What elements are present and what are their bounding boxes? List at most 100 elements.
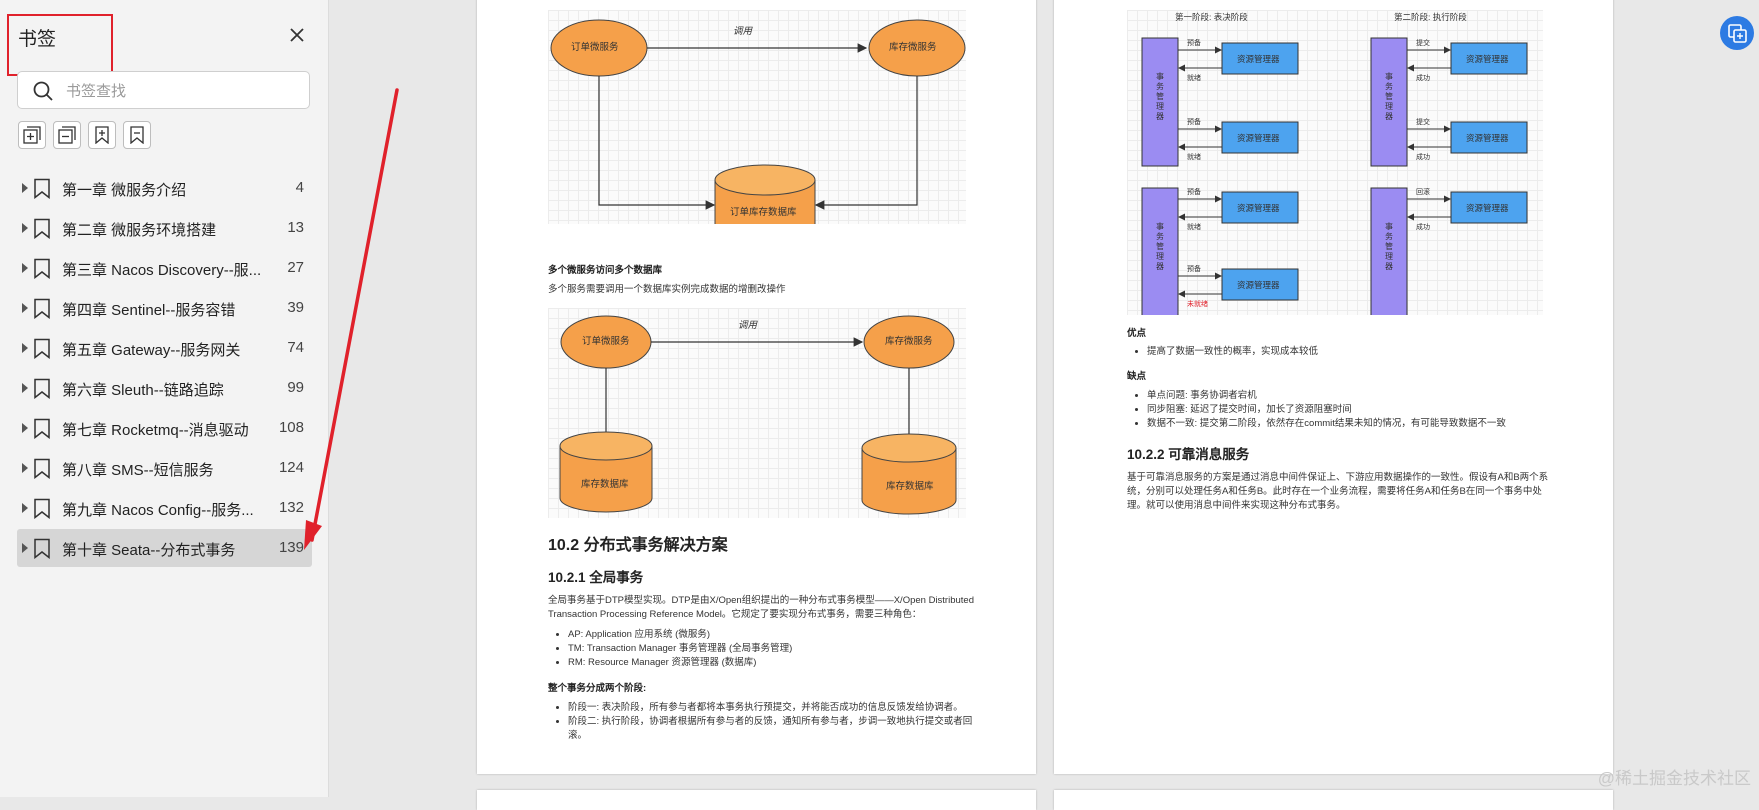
cons-list: 单点问题: 事务协调者宕机 同步阻塞: 延迟了提交时间，加长了资源阻塞时间 数据… [1127,389,1506,431]
rm-label: 资源管理器 [1466,133,1509,143]
diagram-2pc: 第一阶段: 表决阶段 第二阶段: 执行阶段 事务管理器 事务管理器 事务管理器 … [1127,10,1543,315]
bookmark-page-number: 74 [287,339,304,356]
expand-caret-icon[interactable] [22,343,28,353]
rm-label: 资源管理器 [1237,203,1280,213]
arrow-label: 成功 [1416,75,1430,82]
tm-label: 事务管理器 [1156,222,1164,271]
bookmark-item[interactable]: 第六章 Sleuth--链路追踪 99 [17,369,312,407]
expand-caret-icon[interactable] [22,423,28,433]
node-inventory-service: 库存微服务 [889,42,937,53]
bookmark-search[interactable] [17,71,310,109]
expand-caret-icon[interactable] [22,263,28,273]
bookmark-label: 第一章 微服务介绍 [62,182,187,199]
close-icon[interactable] [286,24,308,46]
db-b: 库存数据库 [886,481,934,492]
bookmark-label: 第九章 Nacos Config--服务... [62,502,254,519]
bookmark-page-number: 99 [287,379,304,396]
document-page-next-left [477,790,1036,810]
bookmark-icon [33,378,51,404]
db-order-inventory: 订单库存数据库 [730,207,797,218]
add-bookmark-icon [95,126,109,144]
pros-list: 提高了数据一致性的概率，实现成本较低 [1127,345,1318,359]
phase2-continued: 滚。 [568,730,588,741]
phase-list: 阶段一: 表决阶段，所有参与者都将本事务执行预提交，并将能否成功的信息反馈发给协… [548,701,998,729]
expand-caret-icon[interactable] [22,223,28,233]
cons-title: 缺点 [1127,371,1147,382]
arrow-label-not-ready: 未就绪 [1187,301,1208,308]
heading-10-2-1: 10.2.1 全局事务 [548,570,644,585]
rm-label: 资源管理器 [1466,54,1509,64]
expand-caret-icon[interactable] [22,543,28,553]
expand-all-button[interactable] [18,121,46,149]
list-item: 单点问题: 事务协调者宕机 [1147,389,1506,403]
translate-float-button[interactable] [1720,16,1754,50]
list-item: AP: Application 应用系统 (微服务) [568,628,792,642]
bookmark-page-number: 4 [295,179,304,196]
expand-caret-icon[interactable] [22,503,28,513]
list-item: RM: Resource Manager 资源管理器 (数据库) [568,656,792,670]
expand-caret-icon[interactable] [22,303,28,313]
rm-label: 资源管理器 [1466,203,1509,213]
bookmark-icon [33,538,51,564]
heading-10-2-2: 10.2.2 可靠消息服务 [1127,447,1250,462]
arrow-label: 预备 [1187,266,1201,273]
diagram-multi-db: 订单微服务 库存微服务 调用 库存数据库 库存数据库 [548,308,966,518]
expand-caret-icon[interactable] [22,183,28,193]
para-line-2: Transaction Processing Reference Model。它… [548,609,922,620]
expand-caret-icon[interactable] [22,383,28,393]
search-input[interactable] [64,78,298,104]
list-item: 提高了数据一致性的概率，实现成本较低 [1147,345,1318,359]
tm-label: 事务管理器 [1385,222,1393,271]
arrow-label: 提交 [1416,119,1430,126]
bookmark-item[interactable]: 第八章 SMS--短信服务 124 [17,449,312,487]
list-item: 阶段一: 表决阶段，所有参与者都将本事务执行预提交，并将能否成功的信息反馈发给协… [568,701,998,715]
rm-label: 资源管理器 [1237,133,1280,143]
arrow-label: 成功 [1416,154,1430,161]
bookmark-icon [33,298,51,324]
bookmark-item[interactable]: 第九章 Nacos Config--服务...132 [17,489,312,527]
list-item: 同步阻塞: 延迟了提交时间，加长了资源阻塞时间 [1147,403,1506,417]
bookmark-icon [33,218,51,244]
role-list: AP: Application 应用系统 (微服务) TM: Transacti… [548,628,792,670]
section-title: 多个微服务访问多个数据库 [548,265,663,276]
arrow-label: 回滚 [1416,189,1430,196]
pros-title: 优点 [1127,328,1147,339]
heading-10-2: 10.2 分布式事务解决方案 [548,537,728,554]
delete-bookmark-button[interactable] [123,121,151,149]
para-line-1: 全局事务基于DTP模型实现。DTP是由X/Open组织提出的一种分布式事务模型—… [548,595,974,606]
bookmark-page-number: 124 [278,459,304,476]
collapse-all-icon [58,126,76,144]
title-highlight-box [7,14,113,76]
bookmark-item[interactable]: 第五章 Gateway--服务网关 74 [17,329,312,367]
tm-label: 事务管理器 [1385,72,1393,121]
bookmark-icon [33,498,51,524]
bookmark-label: 第五章 Gateway--服务网关 [62,342,241,359]
bookmark-page-number: 139 [278,539,304,556]
arrow-label: 成功 [1416,224,1430,231]
collapse-all-button[interactable] [53,121,81,149]
bookmark-item[interactable]: 第一章 微服务介绍 4 [17,169,312,207]
bookmark-item[interactable]: 第三章 Nacos Discovery--服...27 [17,249,312,287]
expand-all-icon [23,126,41,144]
add-bookmark-button[interactable] [88,121,116,149]
arrow-label: 提交 [1416,40,1430,47]
bookmark-label: 第八章 SMS--短信服务 [62,462,214,479]
list-item: TM: Transaction Manager 事务管理器 (全局事务管理) [568,642,792,656]
phase1-label: 第一阶段: 表决阶段 [1175,12,1248,22]
bookmark-icon [33,458,51,484]
bookmark-label: 第二章 微服务环境搭建 [62,222,217,239]
phases-title: 整个事务分成两个阶段: [548,683,647,694]
sidebar-title: 书签 [18,29,57,50]
bookmark-label: 第三章 Nacos Discovery--服... [62,262,262,279]
arrow-label: 就绪 [1187,154,1201,161]
expand-caret-icon[interactable] [22,463,28,473]
rm-label: 资源管理器 [1237,280,1280,290]
bookmark-label: 第六章 Sleuth--链路追踪 [62,382,224,399]
rm-label: 资源管理器 [1237,54,1280,64]
arrow-label: 就绪 [1187,75,1201,82]
